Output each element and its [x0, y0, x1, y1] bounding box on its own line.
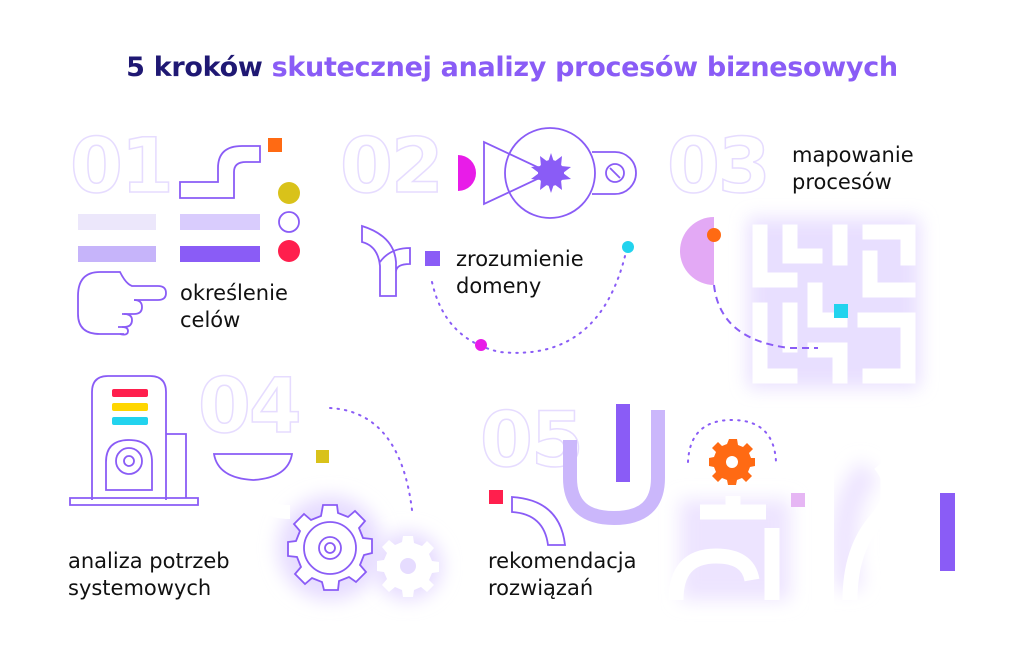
step-05-label-line2: rozwiązań — [488, 576, 594, 600]
step-01-label-line2: celów — [180, 308, 241, 332]
step-03-label-line1: mapowanie — [792, 143, 914, 167]
bar-light-2 — [180, 214, 260, 230]
dotted-arc-2 — [431, 251, 627, 354]
kiosk-icon — [69, 375, 199, 506]
step-01-label-line1: określenie — [180, 281, 288, 305]
step-04-label: analiza potrzeb systemowych — [68, 548, 230, 602]
olive-square — [316, 450, 329, 463]
svg-text:04: 04 — [198, 361, 300, 450]
step-03: 03 03 — [666, 120, 920, 388]
bowl-shape — [212, 453, 294, 481]
step-05-label: rekomendacja rozwiązań — [488, 548, 637, 602]
cyan-square — [834, 304, 848, 318]
step-05: 05 05 — [479, 394, 955, 601]
dotted-arc-4 — [329, 407, 413, 511]
title-part-1: 5 kroków — [126, 52, 263, 83]
svg-text:03: 03 — [667, 121, 769, 210]
bar-purple-2 — [180, 246, 260, 262]
step-03-number: 03 — [667, 121, 769, 210]
step-02: 02 02 — [339, 120, 637, 354]
maze — [752, 224, 916, 384]
dotted-arc-5 — [687, 418, 777, 463]
step-03-label: mapowanie procesów — [792, 142, 914, 196]
yellow-stripe — [112, 403, 148, 411]
magenta-half-circle — [458, 155, 476, 191]
u-shape — [563, 410, 665, 526]
step-01: 01 01 — [69, 120, 300, 336]
pink-half-circle — [680, 217, 714, 285]
step-02-number: 02 — [340, 121, 442, 210]
purple-bar-right — [940, 493, 955, 571]
step-05-label-line1: rekomendacja — [488, 549, 637, 573]
step-01-number: 01 — [70, 121, 172, 210]
cyan-dot — [622, 241, 634, 253]
olive-dot — [278, 182, 300, 204]
step-04-number: 04 — [198, 361, 300, 450]
svg-text:01: 01 — [70, 121, 172, 210]
branch-shape — [361, 224, 411, 297]
step-02-label-line1: zrozumienie — [456, 247, 584, 271]
white-curve-4 — [249, 483, 291, 519]
orange-square — [268, 138, 282, 152]
purple-square — [425, 251, 440, 266]
large-gear-icon — [287, 504, 373, 591]
step-04-label-line1: analiza potrzeb — [68, 549, 230, 573]
step-04: 04 04 — [69, 360, 442, 600]
orange-gear-icon — [709, 439, 755, 485]
outline-dot — [278, 211, 300, 233]
step-04-label-line2: systemowych — [68, 576, 212, 600]
orange-dot — [707, 228, 721, 242]
pink-square — [791, 493, 805, 507]
pointing-hand-icon — [77, 271, 167, 336]
bar-light-1 — [78, 246, 156, 262]
purple-bar — [616, 404, 630, 482]
magenta-dot — [475, 339, 487, 351]
svg-text:02: 02 — [340, 121, 442, 210]
pipe-shape — [179, 145, 261, 199]
small-gear-icon — [377, 536, 439, 597]
step-02-label-line2: domeny — [456, 274, 542, 298]
starburst — [531, 153, 571, 193]
step-02-label: zrozumienie domeny — [456, 246, 584, 300]
small-arc — [511, 496, 567, 546]
page-title: 5 kroków skutecznej analizy procesów biz… — [0, 52, 1024, 83]
white-shapes-5 — [668, 459, 898, 601]
lens-icon — [483, 127, 637, 219]
step-01-label: określenie celów — [180, 280, 288, 334]
step-03-label-line2: procesów — [792, 170, 892, 194]
title-part-2: skutecznej analizy procesów biznesowych — [271, 52, 899, 83]
dashed-path-3 — [713, 284, 818, 349]
red-stripe — [112, 389, 148, 397]
red-dot — [278, 240, 300, 262]
bar-pale-1 — [78, 214, 156, 230]
red-square — [489, 490, 503, 504]
cyan-stripe — [112, 417, 148, 425]
